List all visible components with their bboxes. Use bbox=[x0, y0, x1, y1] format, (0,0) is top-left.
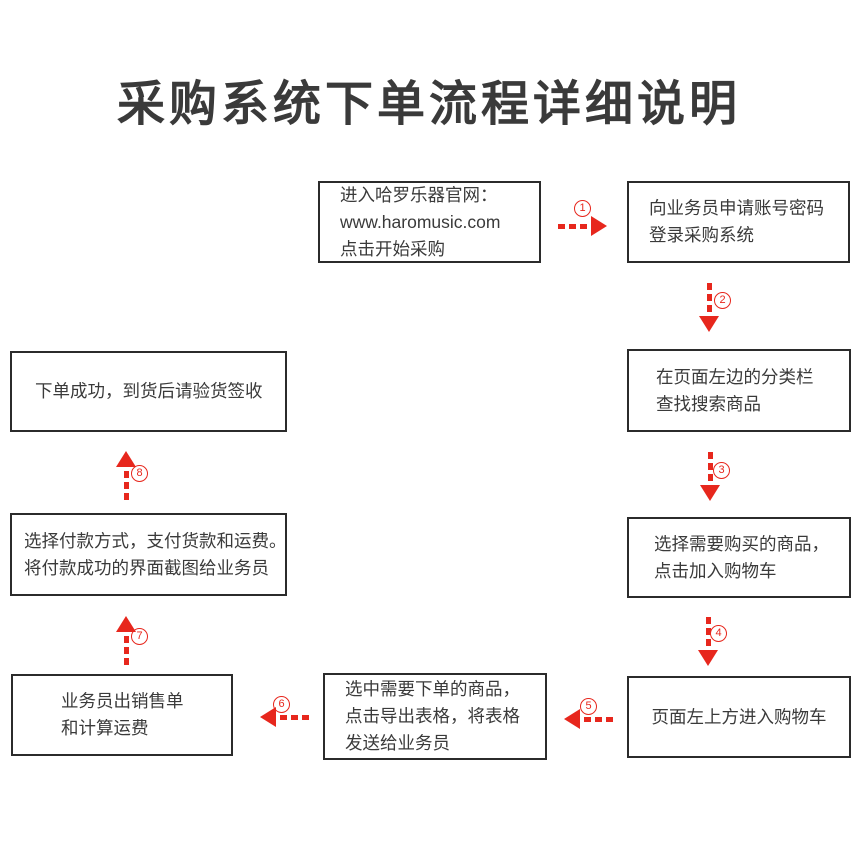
flow-step-payment: 选择付款方式，支付货款和运费。 将付款成功的界面截图给业务员 bbox=[10, 513, 287, 596]
arrow-dash bbox=[123, 471, 129, 478]
arrow-dash bbox=[580, 223, 587, 229]
arrowhead-icon bbox=[564, 709, 580, 729]
flow-step-line: 选中需要下单的商品， bbox=[345, 679, 520, 699]
flow-step-delivery: 下单成功，到货后请验货签收 bbox=[10, 351, 287, 432]
flow-step-line: 业务员出销售单 bbox=[61, 691, 184, 711]
dashed-arrow-down-icon bbox=[699, 283, 719, 332]
arrowhead-icon bbox=[698, 650, 718, 666]
flow-step-line: 进入哈罗乐器官网： bbox=[340, 184, 498, 205]
arrowhead-icon bbox=[116, 451, 136, 467]
flow-step-line: 点击加入购物车 bbox=[654, 560, 777, 581]
flow-step-export-table: 选中需要下单的商品， 点击导出表格，将表格 发送给业务员 bbox=[323, 673, 547, 760]
step-number-badge: 8 bbox=[131, 465, 148, 482]
arrow-1-right: 1 bbox=[558, 200, 612, 240]
flow-step-sales-order: 业务员出销售单 和计算运费 bbox=[11, 674, 233, 756]
arrow-dash bbox=[706, 305, 712, 312]
arrow-8-up: 8 bbox=[116, 451, 154, 501]
arrow-dash bbox=[706, 294, 712, 301]
arrow-dash bbox=[707, 452, 713, 459]
arrow-2-down: 2 bbox=[699, 283, 737, 333]
arrow-dash bbox=[584, 716, 591, 722]
arrow-dash bbox=[302, 714, 309, 720]
step-number-badge: 1 bbox=[574, 200, 591, 217]
arrowhead-icon bbox=[260, 707, 276, 727]
flow-step-line: 在页面左边的分类栏 bbox=[656, 366, 814, 387]
step-number-badge: 4 bbox=[710, 625, 727, 642]
flow-step-line: 下单成功，到货后请验货签收 bbox=[35, 381, 263, 401]
arrowhead-icon bbox=[699, 316, 719, 332]
arrow-6-left: 6 bbox=[260, 696, 310, 732]
arrow-dash bbox=[123, 658, 129, 665]
flow-step-line: 页面左上方进入购物车 bbox=[651, 706, 827, 727]
arrow-dash bbox=[705, 617, 711, 624]
arrow-4-down: 4 bbox=[698, 617, 736, 667]
flow-step-request-account: 向业务员申请账号密码 登录采购系统 bbox=[627, 181, 850, 263]
dashed-arrow-left-icon bbox=[260, 707, 309, 727]
flow-step-enter-website: 进入哈罗乐器官网： www.haromusic.com 点击开始采购 bbox=[318, 181, 541, 263]
dashed-arrow-down-icon bbox=[698, 617, 718, 666]
arrow-dash bbox=[123, 647, 129, 654]
page-title: 采购系统下单流程详细说明 bbox=[116, 78, 741, 131]
flow-step-line: 向业务员申请账号密码 bbox=[649, 198, 824, 218]
arrow-3-down: 3 bbox=[700, 452, 738, 502]
arrowhead-icon bbox=[591, 216, 607, 236]
flow-step-add-to-cart: 选择需要购买的商品， 点击加入购物车 bbox=[627, 517, 851, 598]
flow-step-line: 点击导出表格，将表格 bbox=[345, 706, 520, 726]
arrow-dash bbox=[123, 636, 129, 643]
step-number-badge: 3 bbox=[713, 462, 730, 479]
arrow-dash bbox=[123, 482, 129, 489]
flow-step-enter-cart: 页面左上方进入购物车 bbox=[627, 676, 851, 758]
flow-step-line: 点击开始采购 bbox=[340, 238, 445, 259]
dashed-arrow-up-icon bbox=[116, 451, 136, 500]
flow-step-search-category: 在页面左边的分类栏 查找搜索商品 bbox=[627, 349, 851, 432]
flow-step-line: 将付款成功的界面截图给业务员 bbox=[24, 557, 269, 578]
arrow-dash bbox=[558, 223, 565, 229]
arrowhead-icon bbox=[700, 485, 720, 501]
flow-step-line: 查找搜索商品 bbox=[656, 393, 761, 414]
arrow-dash bbox=[280, 714, 287, 720]
arrow-dash bbox=[706, 283, 712, 290]
arrow-dash bbox=[707, 463, 713, 470]
step-number-badge: 2 bbox=[714, 292, 731, 309]
arrowhead-icon bbox=[116, 616, 136, 632]
arrow-dash bbox=[707, 474, 713, 481]
arrow-dash bbox=[291, 714, 298, 720]
flow-step-line: 发送给业务员 bbox=[345, 733, 450, 753]
arrow-7-up: 7 bbox=[116, 616, 154, 666]
dashed-arrow-left-icon bbox=[564, 709, 613, 729]
flow-step-line: www.haromusic.com bbox=[340, 211, 501, 232]
step-number-badge: 5 bbox=[580, 698, 597, 715]
arrow-dash bbox=[705, 639, 711, 646]
dashed-arrow-down-icon bbox=[700, 452, 720, 501]
flow-step-line: 登录采购系统 bbox=[649, 225, 754, 245]
flow-step-line: 选择需要购买的商品， bbox=[654, 533, 829, 554]
step-number-badge: 7 bbox=[131, 628, 148, 645]
arrow-dash bbox=[123, 493, 129, 500]
arrow-5-left: 5 bbox=[564, 698, 618, 734]
dashed-arrow-up-icon bbox=[116, 616, 136, 665]
arrow-dash bbox=[595, 716, 602, 722]
step-number-badge: 6 bbox=[273, 696, 290, 713]
dashed-arrow-right-icon bbox=[558, 216, 607, 236]
arrow-dash bbox=[569, 223, 576, 229]
arrow-dash bbox=[606, 716, 613, 722]
flow-step-line: 选择付款方式，支付货款和运费。 bbox=[24, 530, 287, 551]
flow-step-line: 和计算运费 bbox=[61, 718, 149, 738]
arrow-dash bbox=[705, 628, 711, 635]
